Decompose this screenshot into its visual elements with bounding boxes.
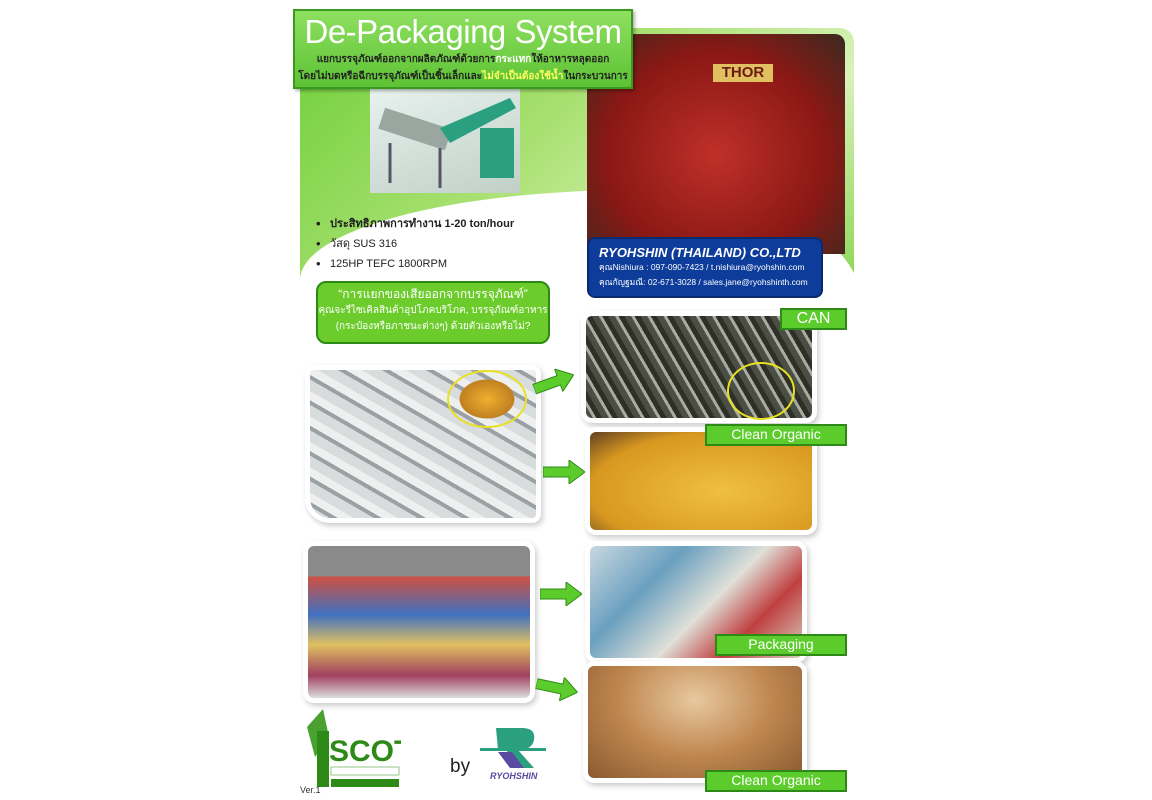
- arrow-right-icon: [531, 368, 575, 395]
- subtitle-line-2: โดยไม่บดหรือฉีกบรรจุภัณฑ์เป็นชิ้นเล็กและ…: [295, 68, 631, 85]
- subtitle-text: ให้อาหารหลุดออก: [531, 54, 610, 65]
- company-name: RYOHSHIN (THAILAND) CO.,LTD: [599, 245, 801, 260]
- svg-text:SCOTT: SCOTT: [329, 735, 401, 768]
- spec-list: ประสิทธิภาพการทำงาน 1-20 ton/hour วัสดุ …: [316, 214, 514, 274]
- arrow-right-icon: [534, 676, 579, 702]
- label-can: CAN: [780, 308, 847, 330]
- page-title: De-Packaging System: [304, 13, 622, 50]
- subtitle-text: ในกระบวนการ: [563, 71, 628, 82]
- scott-logo: SCOTT: [307, 709, 401, 787]
- quote-line: คุณจะรีไซเคิลสินค้าอุปโภคบริโภค, บรรจุภั…: [318, 305, 548, 316]
- ryohshin-logo: RYOHSHIN: [480, 728, 546, 781]
- subtitle-highlight: กระแทก: [495, 54, 532, 65]
- contact-line: คุณกัญฐมณี: 02-671-3028 / sales.jane@ryo…: [599, 277, 808, 287]
- organic-output-photo-2: [588, 666, 802, 778]
- quote-box: “การแยกของเสียออกจากบรรจุภัณฑ์” คุณจะรีไ…: [316, 281, 550, 344]
- arrow-right-icon: [540, 582, 582, 606]
- highlight-circle: [447, 370, 527, 428]
- subtitle-highlight: ไม่จำเป็นต้องใช้น้ำ: [482, 71, 564, 82]
- title-banner: De-Packaging System แยกบรรจุภัณฑ์ออกจากผ…: [293, 9, 633, 89]
- spec-item: วัสดุ SUS 316: [316, 234, 514, 254]
- quote-headline: “การแยกของเสียออกจากบรรจุภัณฑ์”: [338, 287, 528, 301]
- svg-text:RYOHSHIN: RYOHSHIN: [490, 771, 538, 781]
- label-packaging: Packaging: [715, 634, 847, 656]
- company-contact-box: RYOHSHIN (THAILAND) CO.,LTD คุณNishiura …: [587, 237, 823, 298]
- machine-render-image: [370, 88, 520, 193]
- quote-line: (กระป๋องหรือภาชนะต่างๆ) ด้วยตัวเองหรือไม…: [335, 321, 531, 332]
- spec-item: ประสิทธิภาพการทำงาน 1-20 ton/hour: [316, 214, 514, 234]
- mixed-waste-photo: [308, 546, 530, 698]
- subtitle-text: แยกบรรจุภัณฑ์ออกจากผลิตภัณฑ์ด้วยการ: [316, 54, 496, 65]
- machine-brand: THOR: [713, 64, 773, 82]
- subtitle-text: โดยไม่บดหรือฉีกบรรจุภัณฑ์เป็นชิ้นเล็กและ: [298, 71, 483, 82]
- highlight-circle: [727, 362, 795, 420]
- version-label: Ver.1: [300, 785, 321, 795]
- label-clean-organic: Clean Organic: [705, 424, 847, 446]
- subtitle-line-1: แยกบรรจุภัณฑ์ออกจากผลิตภัณฑ์ด้วยการกระแท…: [295, 51, 631, 68]
- contact-line: คุณNishiura : 097-090-7423 / t.nishiura@…: [599, 262, 805, 272]
- arrow-right-icon: [543, 460, 585, 484]
- by-text: by: [450, 756, 471, 777]
- spec-item: 125HP TEFC 1800RPM: [316, 254, 514, 274]
- label-clean-organic-2: Clean Organic: [705, 770, 847, 792]
- organic-output-photo: [590, 432, 812, 530]
